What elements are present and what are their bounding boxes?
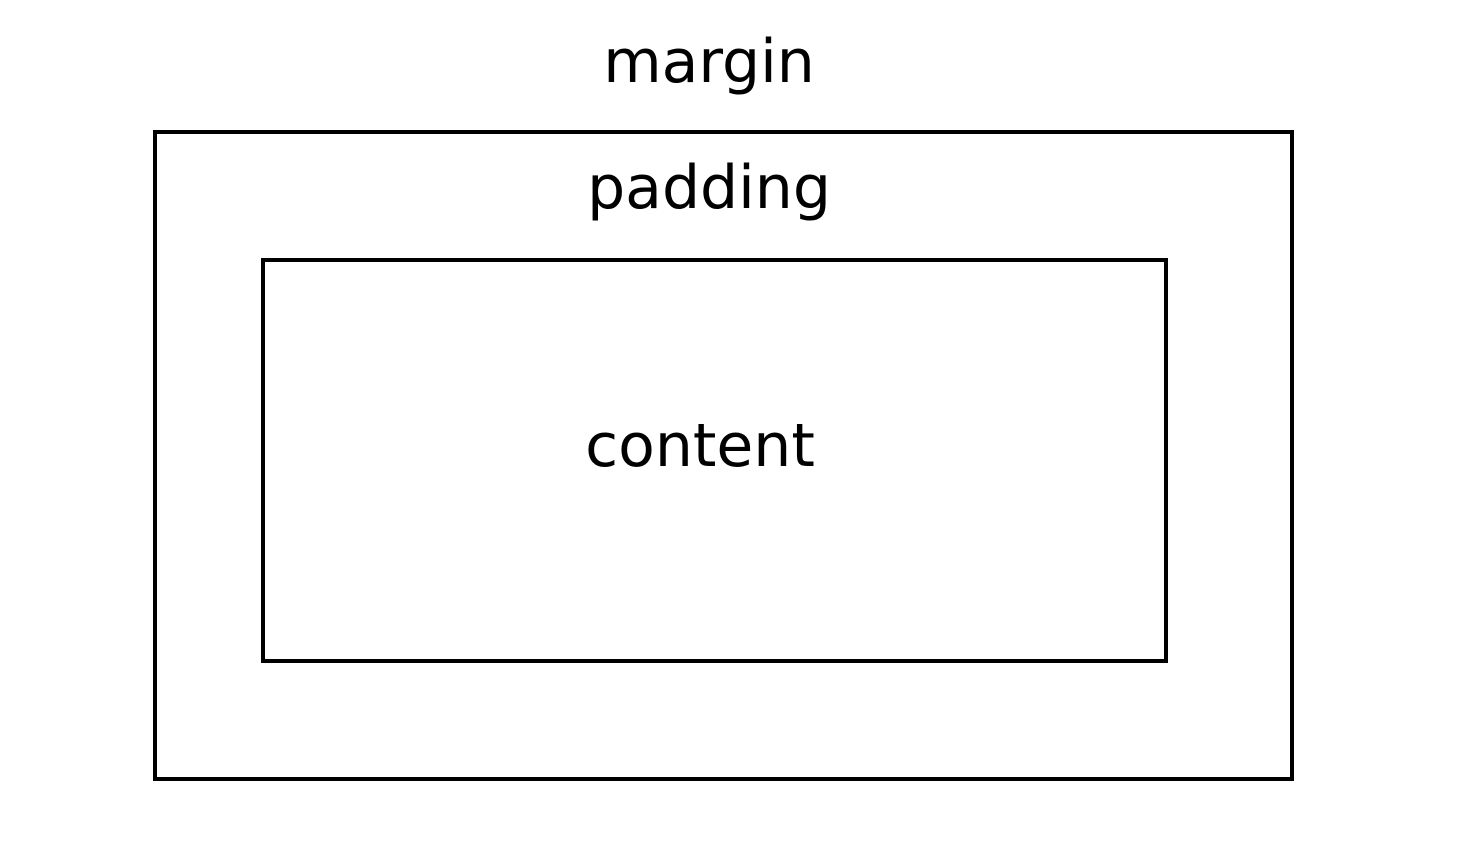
content-box-outline <box>261 258 1168 663</box>
content-label: content <box>585 411 815 481</box>
padding-box-outline <box>153 130 1294 781</box>
padding-label: padding <box>587 153 831 223</box>
margin-label: margin <box>603 27 815 97</box>
